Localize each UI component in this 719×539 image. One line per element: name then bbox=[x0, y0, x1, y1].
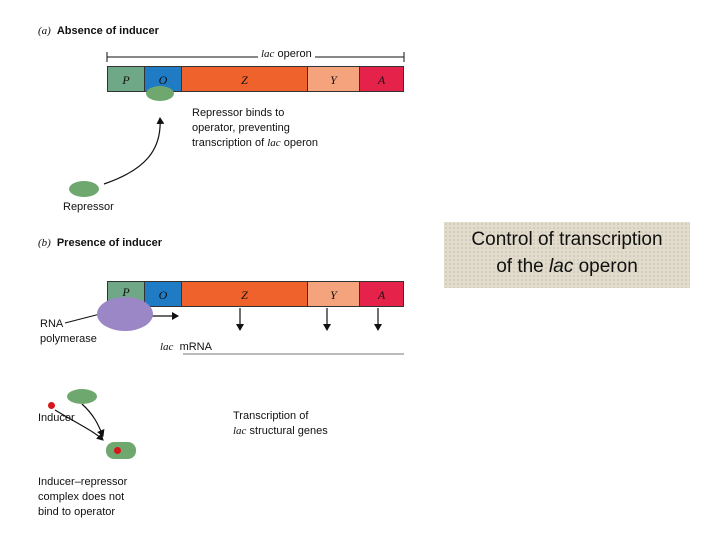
note-line-3-pre: transcription of bbox=[192, 137, 268, 149]
transcription-line-2-rest: structural genes bbox=[246, 425, 328, 437]
caption-line-1: Control of transcription bbox=[471, 229, 663, 250]
gene-z-b: Z bbox=[182, 282, 308, 306]
rna-polymerase-pointer bbox=[64, 313, 101, 324]
gene-a-a: A bbox=[360, 67, 403, 91]
repressor-note: Repressor binds to operator, preventing … bbox=[192, 106, 318, 151]
transcription-line-1: Transcription of bbox=[233, 410, 309, 422]
complex-line-2: complex does not bbox=[38, 491, 125, 503]
operon-bar-a: P O Z Y A bbox=[107, 66, 404, 92]
mrna-label: lac mRNA bbox=[160, 340, 212, 355]
rna-label-line-2: polymerase bbox=[40, 333, 97, 345]
gene-o-label-b: O bbox=[158, 288, 168, 302]
repressor-free-shape bbox=[69, 181, 99, 197]
gene-p-label-b: P bbox=[122, 285, 130, 299]
caption-line-2-italic: lac bbox=[549, 256, 574, 277]
complex-line-1: Inducer–repressor bbox=[38, 476, 128, 488]
note-line-3-post: operon bbox=[280, 137, 318, 149]
gene-p-a: P bbox=[108, 67, 145, 91]
note-line-3-italic: lac bbox=[267, 137, 281, 149]
complex-label: Inducer–repressor complex does not bind … bbox=[38, 475, 127, 520]
rna-polymerase-label: RNA polymerase bbox=[40, 317, 97, 347]
panel-b-title: Presence of inducer bbox=[56, 237, 162, 249]
gene-z-a: Z bbox=[182, 67, 308, 91]
gene-o-b: O bbox=[145, 282, 182, 306]
complex-inducer-dot bbox=[114, 447, 121, 454]
mrna-label-rest: mRNA bbox=[179, 341, 212, 353]
gene-z-label: Z bbox=[241, 73, 248, 87]
caption-line-2: of the lac operon bbox=[444, 253, 690, 280]
gene-a-label: A bbox=[377, 73, 386, 87]
transcription-line-2-italic: lac bbox=[233, 425, 247, 437]
inducer-arrow bbox=[54, 409, 104, 441]
note-line-1: Repressor binds to bbox=[192, 107, 285, 119]
inducer-label: Inducer bbox=[38, 412, 75, 424]
operon-label: lac operon bbox=[258, 47, 315, 62]
caption-line-2-post: operon bbox=[573, 256, 638, 277]
operon-label-rest: operon bbox=[274, 48, 312, 60]
note-line-2: operator, preventing bbox=[192, 122, 290, 134]
gene-a-label-b: A bbox=[377, 288, 386, 302]
panel-b-letter: (b) bbox=[38, 237, 51, 249]
rna-label-line-1: RNA bbox=[40, 318, 64, 330]
repressor-bound-shape bbox=[146, 86, 174, 101]
gene-y-a: Y bbox=[308, 67, 360, 91]
caption-box: Control of transcription of the lac oper… bbox=[444, 222, 690, 288]
panel-a-heading: (a) Absence of inducer bbox=[38, 25, 159, 37]
operon-bar-b: P O Z Y A bbox=[107, 281, 404, 307]
gene-o-label: O bbox=[158, 73, 168, 87]
repressor-shape-b bbox=[67, 389, 97, 404]
repressor-arrow bbox=[81, 403, 105, 437]
complex-line-3: bind to operator bbox=[38, 506, 116, 518]
caption-line-2-pre: of the bbox=[496, 256, 550, 277]
operon-label-italic: lac bbox=[261, 48, 275, 60]
gene-y-label-b: Y bbox=[330, 288, 337, 302]
repressor-binding-arrow bbox=[103, 117, 165, 185]
panel-a-letter: (a) bbox=[38, 25, 51, 37]
transcription-label: Transcription of lac structural genes bbox=[233, 409, 328, 439]
gene-y-label: Y bbox=[330, 73, 337, 87]
mrna-label-italic: lac bbox=[160, 341, 174, 353]
repressor-label: Repressor bbox=[63, 201, 114, 213]
inducer-dot bbox=[48, 402, 55, 409]
rna-polymerase-shape bbox=[97, 297, 153, 331]
gene-y-b: Y bbox=[308, 282, 360, 306]
inducer-repressor-complex-shape bbox=[106, 442, 136, 459]
panel-b-heading: (b) Presence of inducer bbox=[38, 237, 162, 249]
gene-p-label: P bbox=[122, 73, 130, 87]
gene-z-label-b: Z bbox=[241, 288, 248, 302]
panel-a-title: Absence of inducer bbox=[56, 25, 159, 37]
gene-a-b: A bbox=[360, 282, 403, 306]
